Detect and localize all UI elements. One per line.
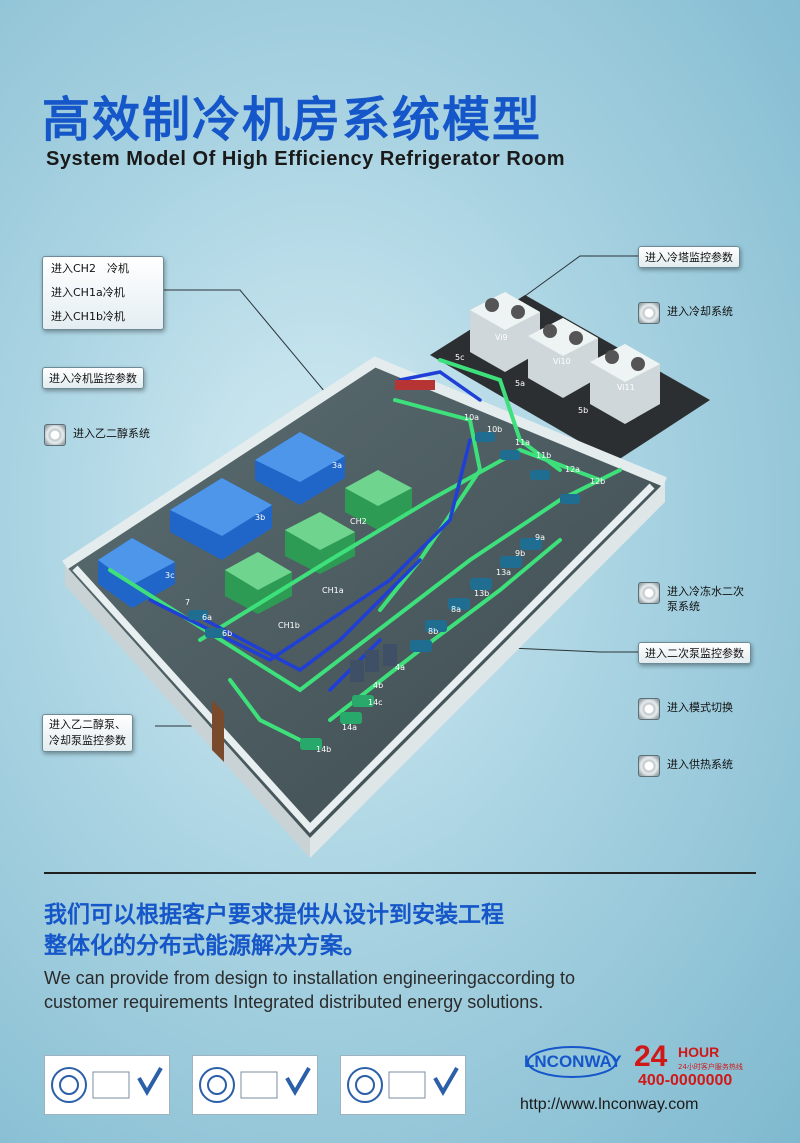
refrigerator-room-model: Vi9 Vi10 Vi11 5c 5a 5b 10a 10b 11a 11b 1… — [62, 255, 710, 858]
chillers — [225, 470, 412, 614]
label-10b: 10b — [487, 425, 502, 434]
phone-number: 400-0000000 — [638, 1072, 733, 1089]
label-4b: 4b — [373, 681, 383, 690]
pump-params-button[interactable]: 进入乙二醇泵、 冷却泵监控参数 — [42, 714, 133, 752]
glycol-system-label: 进入乙二醇系统 — [73, 427, 150, 440]
pump-params-line1: 进入乙二醇泵、 — [49, 718, 126, 731]
certifications — [44, 1055, 466, 1115]
label-5c: 5c — [455, 353, 465, 362]
label-14b: 14b — [316, 745, 331, 754]
certification-badge — [192, 1055, 318, 1115]
label-ch1b: CH1b — [278, 621, 300, 630]
mode-switch-button[interactable]: 进入模式切换 — [638, 698, 733, 720]
label-5b: 5b — [578, 406, 588, 415]
green-pipes — [108, 358, 622, 742]
label-9a: 9a — [535, 533, 545, 542]
label-ch1a: CH1a — [322, 586, 344, 595]
tower-params-button[interactable]: 进入冷塔监控参数 — [638, 246, 740, 268]
label-12b: 12b — [590, 477, 605, 486]
iso-certification-icon — [347, 1066, 459, 1103]
cooling-system-label: 进入冷却系统 — [667, 305, 733, 318]
label-13a: 13a — [496, 568, 511, 577]
secondary-params-button[interactable]: 进入二次泵监控参数 — [638, 642, 751, 664]
label-14c: 14c — [368, 698, 383, 707]
heat-exchanger — [395, 380, 435, 390]
ch1b-chiller-link[interactable]: 进入CH1b冷机 — [51, 310, 125, 323]
slogan-en-line2: customer requirements Integrated distrib… — [44, 992, 544, 1012]
label-vi9: Vi9 — [495, 333, 508, 342]
secondary-system-line1: 进入冷冻水二次 — [667, 585, 744, 598]
wall-front-right — [310, 482, 665, 858]
tanks — [350, 644, 397, 682]
cooling-towers — [470, 292, 660, 424]
glycol-system-button[interactable]: 进入乙二醇系统 — [44, 424, 150, 446]
secondary-system-line2: 泵系统 — [667, 600, 700, 613]
wall-front-left — [65, 565, 310, 858]
label-6a: 6a — [202, 613, 212, 622]
certification-badge — [340, 1055, 466, 1115]
chiller-menu: 进入CH2 冷机 进入CH1a冷机 进入CH1b冷机 — [42, 256, 164, 330]
hours-number: 24 — [634, 1040, 668, 1073]
label-8b: 8b — [428, 627, 438, 636]
toggle-icon — [638, 582, 660, 604]
certification-badge — [44, 1055, 170, 1115]
wall-top — [72, 483, 655, 834]
slogan-en-line1: We can provide from design to installati… — [44, 968, 575, 988]
label-3a: 3a — [332, 461, 342, 470]
door — [212, 700, 224, 762]
divider — [44, 872, 756, 874]
label-3b: 3b — [255, 513, 265, 522]
glycol-pumps — [300, 695, 374, 750]
label-8a: 8a — [451, 605, 461, 614]
slogan-cn-line1: 我们可以根据客户要求提供从设计到安装工程 — [44, 902, 504, 928]
toggle-icon — [638, 698, 660, 720]
label-3c: 3c — [165, 571, 175, 580]
heating-system-label: 进入供热系统 — [667, 758, 733, 771]
page-subtitle: System Model Of High Efficiency Refriger… — [46, 148, 566, 170]
heating-system-button[interactable]: 进入供热系统 — [638, 755, 733, 777]
slogan-cn: 我们可以根据客户要求提供从设计到安装工程 整体化的分布式能源解决方案。 — [44, 900, 504, 962]
page-title: 高效制冷机房系统模型 — [42, 92, 543, 148]
brand-logo: LNCONWAY — [522, 1044, 622, 1080]
iso-certification-icon — [51, 1066, 163, 1103]
hotline-label: 24小时客户服务热线 — [678, 1063, 743, 1071]
label-11b: 11b — [536, 451, 551, 460]
mode-switch-label: 进入模式切换 — [667, 701, 733, 714]
hours-label: HOUR — [678, 1044, 720, 1060]
toggle-icon — [638, 302, 660, 324]
slogan-cn-line2: 整体化的分布式能源解决方案。 — [44, 933, 366, 959]
globe-icon — [527, 1046, 617, 1078]
label-12a: 12a — [565, 465, 580, 474]
toggle-icon — [44, 424, 66, 446]
label-9b: 9b — [515, 549, 525, 558]
iso-certification-icon — [199, 1066, 311, 1103]
label-13b: 13b — [474, 589, 489, 598]
ch1a-chiller-link[interactable]: 进入CH1a冷机 — [51, 286, 125, 299]
slogan-en: We can provide from design to installati… — [44, 966, 575, 1014]
chiller-params-button[interactable]: 进入冷机监控参数 — [42, 367, 144, 389]
label-vi11: Vi11 — [617, 383, 635, 392]
label-ch2: CH2 — [350, 517, 367, 526]
pump-params-line2: 冷却泵监控参数 — [49, 734, 126, 747]
label-7: 7 — [185, 598, 190, 607]
label-10a: 10a — [464, 413, 479, 422]
label-11a: 11a — [515, 438, 530, 447]
pumps — [188, 432, 580, 652]
label-14a: 14a — [342, 723, 357, 732]
cooling-system-button[interactable]: 进入冷却系统 — [638, 302, 733, 324]
secondary-pump-system-button[interactable]: 进入冷冻水二次 泵系统 — [638, 582, 744, 614]
label-5a: 5a — [515, 379, 525, 388]
logo-text: LNCONWAY — [524, 1052, 622, 1071]
toggle-icon — [638, 755, 660, 777]
label-6b: 6b — [222, 629, 232, 638]
label-vi10: Vi10 — [553, 357, 571, 366]
wall-back — [62, 356, 667, 570]
label-4a: 4a — [395, 663, 405, 672]
ch2-chiller-link[interactable]: 进入CH2 冷机 — [51, 262, 129, 275]
website-link[interactable]: http://www.lnconway.com — [520, 1096, 699, 1113]
